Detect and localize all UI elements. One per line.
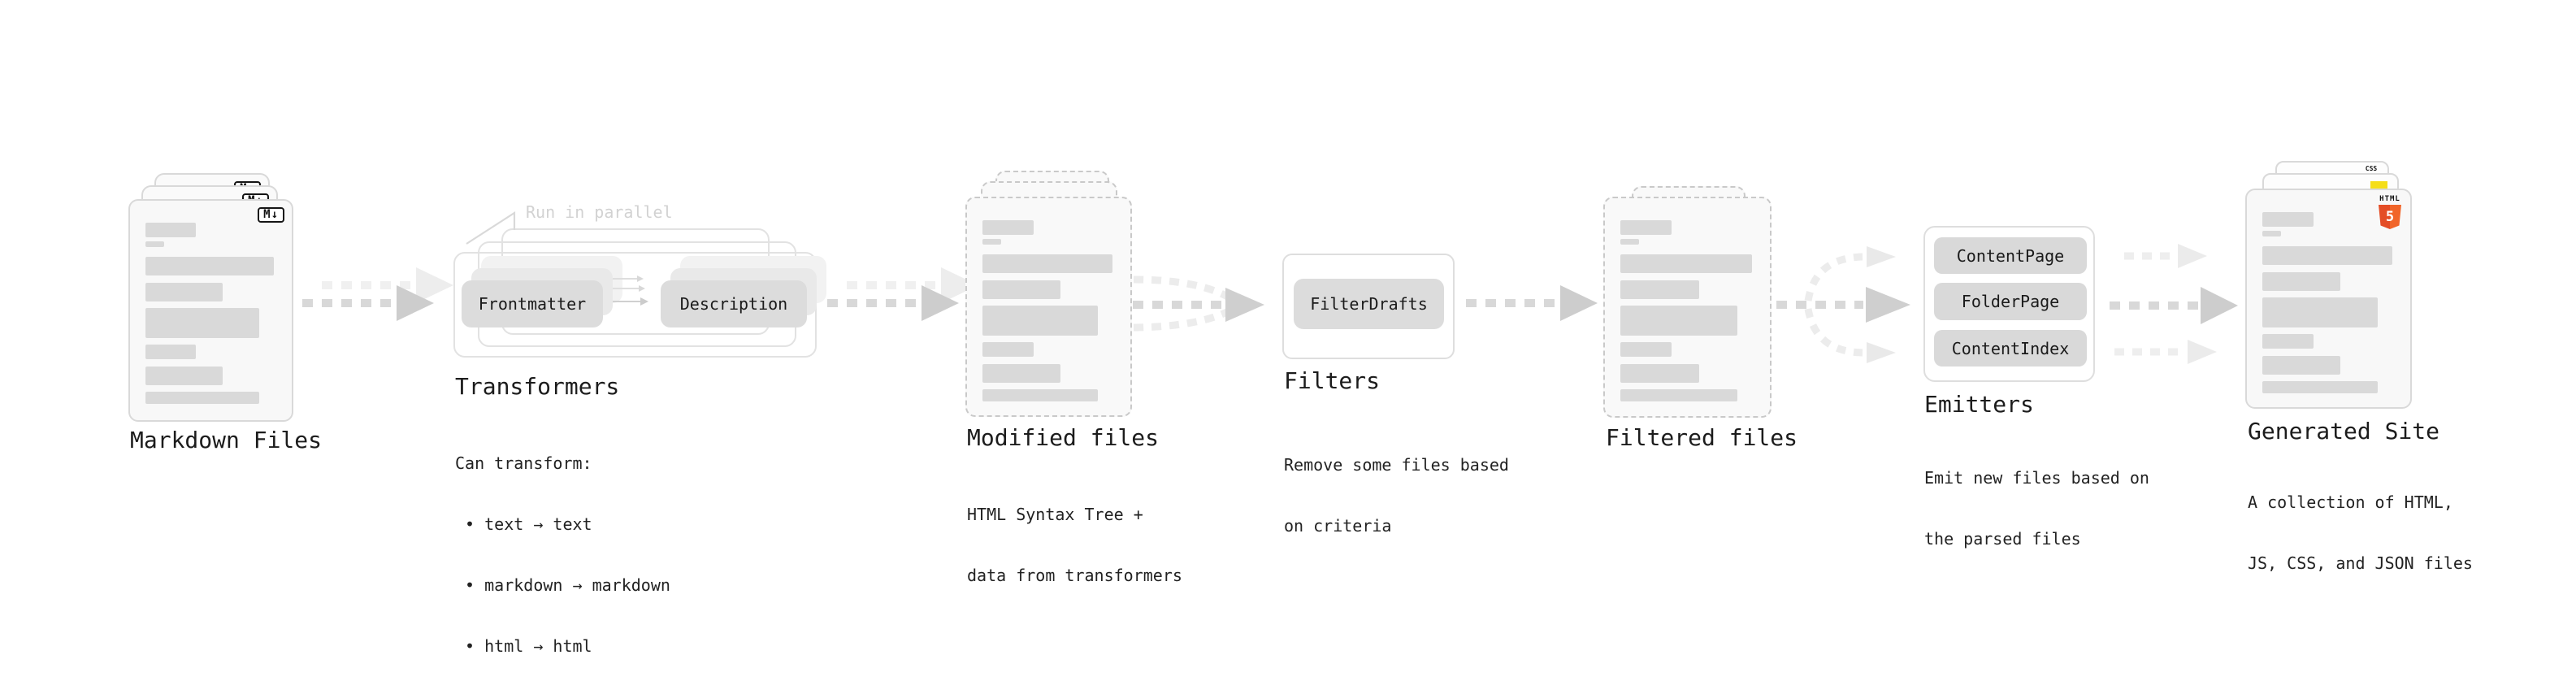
arrow-transformers-to-modified xyxy=(827,285,959,321)
file-card xyxy=(965,197,1132,417)
doc-bar xyxy=(145,367,223,385)
doc-bar xyxy=(145,241,164,247)
doc-content-bars xyxy=(982,220,1117,401)
stage-title-modified-files: Modified files xyxy=(967,424,1160,451)
pill-contentindex: ContentIndex xyxy=(1934,330,2087,367)
desc-line: the parsed files xyxy=(1924,529,2081,549)
doc-bar xyxy=(1620,364,1699,383)
doc-bar xyxy=(982,306,1098,336)
doc-bar xyxy=(2262,246,2393,265)
doc-bar xyxy=(1620,342,1672,357)
doc-content-bars xyxy=(1620,220,1756,401)
doc-content-bars xyxy=(145,223,278,404)
pill-folderpage: FolderPage xyxy=(1934,283,2087,320)
note-leader-line xyxy=(466,210,516,245)
doc-bar xyxy=(1620,254,1752,273)
pill-description: Description xyxy=(661,280,807,327)
doc-bar xyxy=(1620,220,1672,235)
stage-title-transformers: Transformers xyxy=(455,373,620,400)
desc-line: • markdown → markdown xyxy=(455,575,670,595)
doc-bar xyxy=(2262,334,2314,349)
js-icon xyxy=(2370,181,2387,190)
file-card xyxy=(1603,197,1772,418)
html5-icon-shield: 5 xyxy=(2379,205,2401,229)
doc-bar xyxy=(145,308,260,338)
file-card-html: HTML 5 xyxy=(2245,189,2412,409)
doc-bar xyxy=(2262,297,2378,327)
doc-bar xyxy=(982,220,1034,235)
stage-title-generated-site: Generated Site xyxy=(2248,418,2440,445)
doc-bar xyxy=(982,389,1098,401)
stage-title-filtered-files: Filtered files xyxy=(1606,424,1798,451)
run-in-parallel-note: Run in parallel xyxy=(526,202,673,222)
arrow-emitters-to-site-top xyxy=(2124,244,2207,268)
html5-icon-label: HTML xyxy=(2379,195,2400,203)
doc-bar xyxy=(2262,356,2340,375)
stage-title-markdown-files: Markdown Files xyxy=(130,427,323,453)
transformers-description: Can transform: • text → text • markdown … xyxy=(455,413,670,681)
emitters-description: Emit new files based on the parsed files xyxy=(1924,427,2149,590)
arrow-markdown-to-transformers xyxy=(302,285,434,321)
doc-bar xyxy=(982,239,1002,245)
html5-icon: HTML 5 xyxy=(2379,195,2401,229)
desc-line: • html → html xyxy=(455,636,592,656)
doc-bar xyxy=(982,342,1034,357)
doc-content-bars xyxy=(2262,212,2396,393)
desc-line: data from transformers xyxy=(967,566,1182,585)
doc-bar xyxy=(982,254,1113,273)
doc-bar xyxy=(2262,212,2314,227)
doc-bar xyxy=(145,223,196,237)
doc-bar xyxy=(982,364,1060,383)
doc-bar xyxy=(2262,272,2340,291)
arrow-shadow xyxy=(322,267,453,303)
arrow-filtered-to-emitters xyxy=(1776,246,1910,363)
file-card: M↓ xyxy=(128,199,293,422)
arrow-modified-to-filters xyxy=(1133,275,1264,332)
doc-bar xyxy=(1620,280,1699,299)
pill-filterdrafts: FilterDrafts xyxy=(1294,279,1444,329)
pill-frontmatter: Frontmatter xyxy=(462,280,603,327)
filters-description: Remove some files based on criteria xyxy=(1284,414,1509,577)
doc-bar xyxy=(145,257,275,275)
doc-bar xyxy=(2262,231,2282,236)
modified-description: HTML Syntax Tree + data from transformer… xyxy=(967,464,1182,627)
desc-line: Emit new files based on xyxy=(1924,468,2149,488)
stage-title-emitters: Emitters xyxy=(1924,391,2034,418)
markdown-icon: M↓ xyxy=(258,207,284,223)
doc-bar xyxy=(145,283,223,301)
pill-contentpage: ContentPage xyxy=(1934,237,2087,274)
arrow-emitters-to-site-mid xyxy=(2110,287,2238,324)
doc-bar xyxy=(2262,381,2378,393)
css-icon-label: CSS xyxy=(2365,165,2378,172)
desc-line: HTML Syntax Tree + xyxy=(967,505,1143,524)
stage-title-filters: Filters xyxy=(1284,367,1381,394)
doc-bar xyxy=(1620,389,1737,401)
doc-bar xyxy=(982,280,1060,299)
arrow-emitters-to-site-bottom xyxy=(2114,340,2217,364)
desc-line: Can transform: xyxy=(455,453,592,473)
html5-icon-number: 5 xyxy=(2385,209,2395,225)
desc-line: on criteria xyxy=(1284,516,1392,536)
mini-arrows xyxy=(613,275,648,306)
doc-bar xyxy=(145,345,196,359)
desc-line: Remove some files based xyxy=(1284,455,1509,475)
desc-line: A collection of HTML, xyxy=(2248,492,2453,512)
arrow-shadow xyxy=(847,267,978,303)
arrow-filters-to-filtered xyxy=(1466,285,1598,321)
doc-bar xyxy=(1620,239,1640,245)
doc-bar xyxy=(145,392,260,404)
desc-line: JS, CSS, and JSON files xyxy=(2248,553,2473,573)
desc-line: • text → text xyxy=(455,514,592,534)
doc-bar xyxy=(1620,306,1737,336)
generated-description: A collection of HTML, JS, CSS, and JSON … xyxy=(2248,452,2473,614)
